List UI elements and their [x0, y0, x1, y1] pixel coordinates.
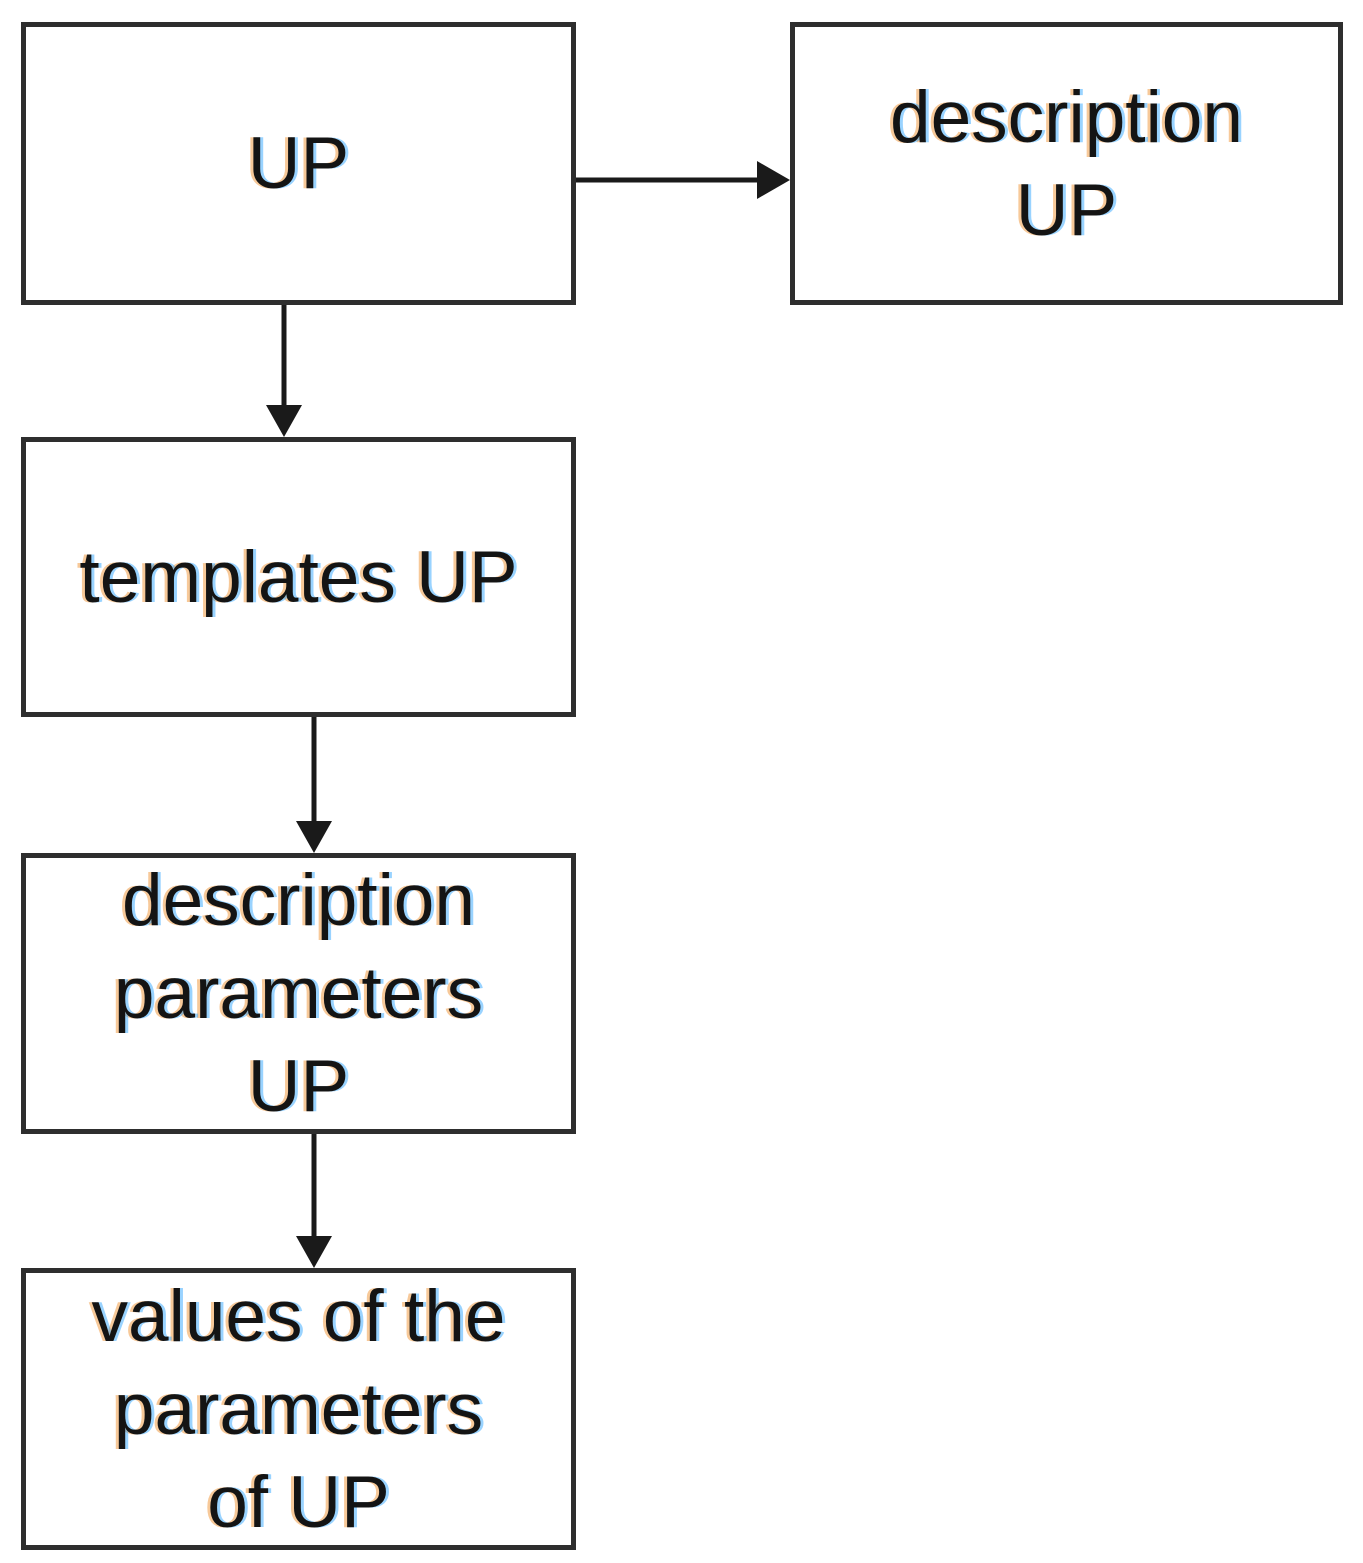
arrowhead-down-icon	[296, 821, 332, 853]
edge-description-parameters-up-to-values	[296, 1132, 332, 1268]
node-up-label: UP	[247, 123, 350, 204]
node-values-of-the-parameters-of-up: values of the parameters of UP	[21, 1268, 576, 1550]
node-description-up-label: description UP	[889, 76, 1244, 251]
node-description-parameters-up: description parameters UP	[21, 853, 576, 1134]
arrowhead-down-icon	[296, 1236, 332, 1268]
node-values-of-the-parameters-of-up-label: values of the parameters of UP	[91, 1275, 506, 1543]
node-description-up: description UP	[790, 22, 1343, 305]
arrowhead-right-icon	[757, 161, 790, 199]
arrowhead-down-icon	[266, 405, 302, 437]
node-templates-up: templates UP	[21, 437, 576, 717]
edge-templates-up-to-description-parameters-up	[296, 715, 332, 853]
node-up: UP	[21, 22, 576, 305]
edge-up-to-description-up	[576, 161, 790, 199]
node-templates-up-label: templates UP	[79, 536, 518, 618]
node-description-parameters-up-label: description parameters UP	[113, 860, 484, 1127]
edge-up-to-templates-up	[266, 303, 302, 437]
